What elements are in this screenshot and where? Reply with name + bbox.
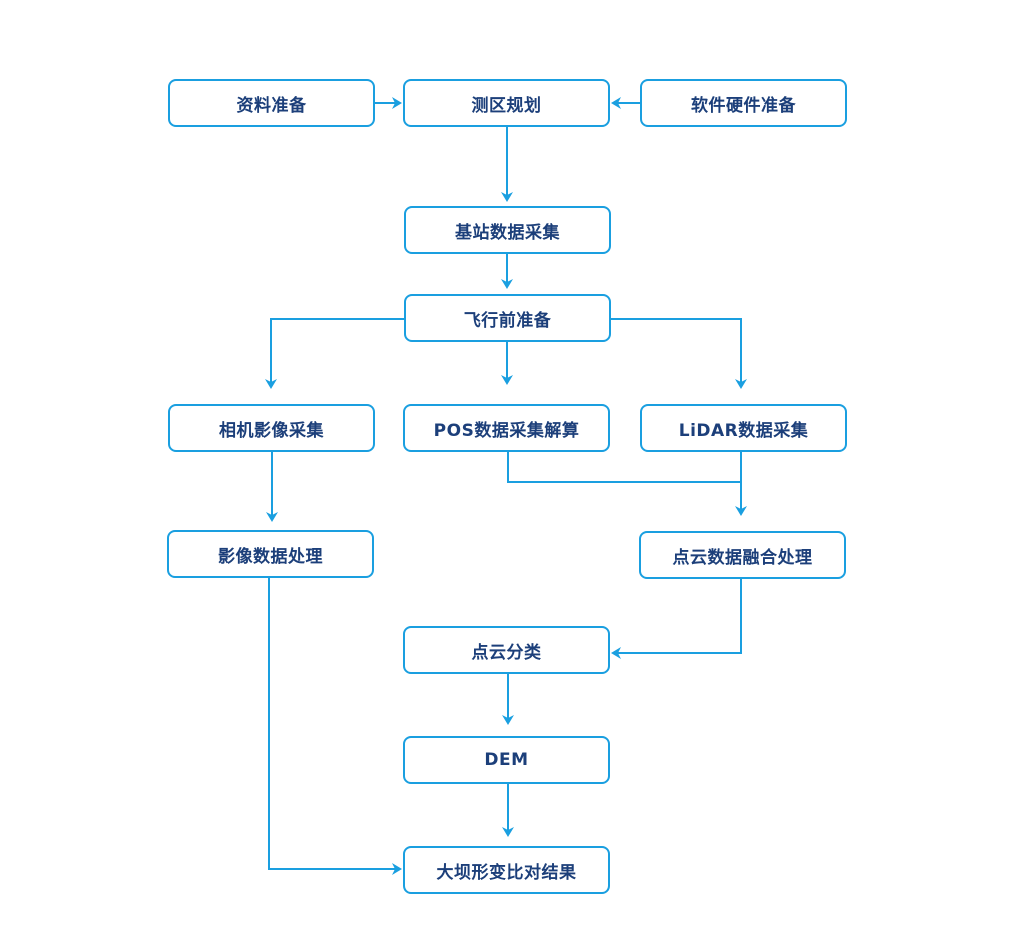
node-dam-deformation-result: 大坝形变比对结果 bbox=[403, 846, 610, 894]
node-label: 测区规划 bbox=[471, 95, 542, 116]
node-label: POS数据采集解算 bbox=[433, 420, 580, 441]
node-survey-planning: 测区规划 bbox=[403, 79, 610, 127]
edge-preflight-to-camera bbox=[270, 318, 404, 383]
edge-preflight-to-lidar bbox=[611, 318, 742, 383]
arrowhead bbox=[735, 379, 747, 389]
node-label: 资料准备 bbox=[236, 95, 307, 116]
node-label: 基站数据采集 bbox=[455, 222, 560, 243]
node-label: 飞行前准备 bbox=[463, 310, 552, 331]
arrowhead bbox=[735, 506, 747, 516]
arrowhead bbox=[502, 715, 514, 725]
arrowhead bbox=[392, 863, 402, 875]
node-preflight-prep: 飞行前准备 bbox=[404, 294, 611, 342]
node-pos-collection: POS数据采集解算 bbox=[403, 404, 610, 452]
arrowhead bbox=[392, 97, 402, 109]
node-base-station-collection: 基站数据采集 bbox=[404, 206, 611, 254]
node-point-cloud-classification: 点云分类 bbox=[403, 626, 610, 674]
node-label: 点云数据融合处理 bbox=[672, 547, 813, 568]
edge-pos-to-fusion bbox=[507, 452, 741, 483]
arrowhead bbox=[501, 192, 513, 202]
arrowhead bbox=[502, 827, 514, 837]
node-image-processing: 影像数据处理 bbox=[167, 530, 374, 578]
node-dem: DEM bbox=[403, 736, 610, 784]
node-hardware-software-prep: 软件硬件准备 bbox=[640, 79, 847, 127]
node-label: 影像数据处理 bbox=[218, 546, 323, 567]
arrowhead bbox=[611, 647, 621, 659]
edge-fusion-to-classification bbox=[617, 578, 742, 654]
arrowhead bbox=[611, 97, 621, 109]
arrowhead bbox=[266, 512, 278, 522]
node-label: 软件硬件准备 bbox=[691, 95, 796, 116]
arrowhead bbox=[265, 379, 277, 389]
node-material-prep: 资料准备 bbox=[168, 79, 375, 127]
edge-image-processing-to-result bbox=[268, 578, 396, 870]
arrowhead bbox=[501, 279, 513, 289]
node-camera-image-collection: 相机影像采集 bbox=[168, 404, 375, 452]
node-label: 相机影像采集 bbox=[219, 420, 324, 441]
node-label: 点云分类 bbox=[471, 642, 542, 663]
node-point-cloud-fusion: 点云数据融合处理 bbox=[639, 531, 846, 579]
node-label: 大坝形变比对结果 bbox=[436, 862, 577, 883]
node-label: DEM bbox=[484, 750, 529, 770]
arrowhead bbox=[501, 375, 513, 385]
node-label: LiDAR数据采集 bbox=[678, 420, 809, 441]
node-lidar-collection: LiDAR数据采集 bbox=[640, 404, 847, 452]
